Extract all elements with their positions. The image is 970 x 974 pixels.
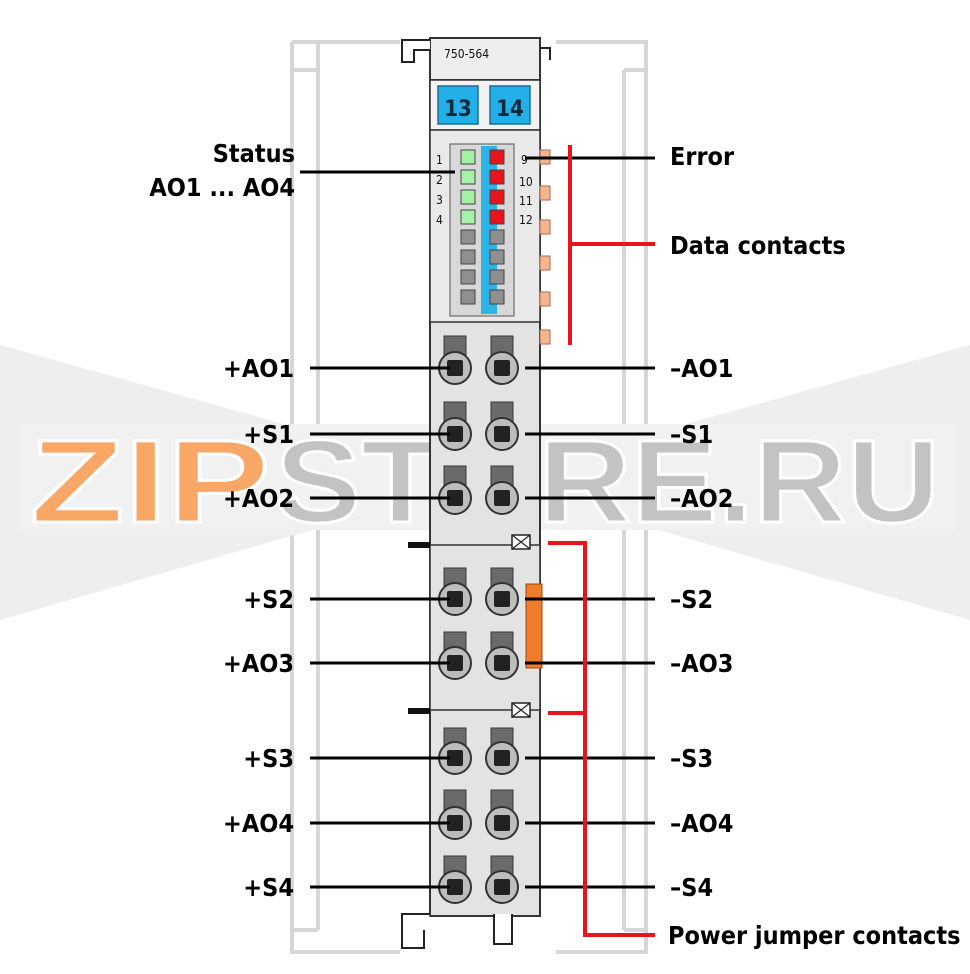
led-right-2 [489,169,505,185]
terminal-block [438,335,519,904]
led-number-10: 10 [519,175,533,189]
clamp-slot-2-1 [447,426,463,442]
power-jumper-contacts-label: Power jumper contacts [668,921,961,950]
header-number-14: 14 [496,97,524,122]
header-box-14 [489,85,531,125]
red-brackets [548,145,655,937]
terminal-label-plus-ao3: +AO3 [223,649,294,678]
led-number-4: 4 [436,213,443,227]
watermark-zip: ZIP [30,416,270,548]
led-left-6 [460,249,476,265]
terminal-label-plus-s4: +S4 [243,873,294,902]
terminal-label-plus-s1: +S1 [243,420,294,449]
led-number-2: 2 [436,173,443,187]
terminal-label-minus-s4: –S4 [670,873,713,902]
terminal-label-minus-s2: –S2 [670,585,713,614]
clamp-slot-3-2 [494,490,510,506]
led-left-4 [460,209,476,225]
led-right-3 [489,189,505,205]
led-right-5 [489,229,505,245]
io-module: 750-564 13 14 1 2 3 4 9 10 11 12 [401,37,551,949]
clamp-slot-7-2 [494,815,510,831]
leader-lines [300,156,655,889]
clamp-slot-5-1 [447,655,463,671]
clamp-slot-7-1 [447,815,463,831]
power-jumper-contacts [408,534,543,718]
led-left-3 [460,189,476,205]
led-left-5 [460,229,476,245]
clamp-slot-3-1 [447,490,463,506]
clamp-slot-4-2 [494,591,510,607]
terminal-label-minus-ao3: –AO3 [670,649,733,678]
terminal-label-minus-ao2: –AO2 [670,484,733,513]
led-number-11: 11 [519,194,533,208]
watermark-store: STORE.RU [275,416,940,548]
terminal-label-plus-ao4: +AO4 [223,809,294,838]
data-contacts-label: Data contacts [670,231,846,260]
led-right-6 [489,249,505,265]
terminal-label-plus-ao2: +AO2 [223,484,294,513]
led-number-9: 9 [521,153,528,167]
terminal-label-minus-s3: –S3 [670,744,713,773]
error-label: Error [670,142,735,171]
terminal-label-minus-s1: –S1 [670,420,713,449]
terminal-label-minus-ao4: –AO4 [670,809,733,838]
led-left-8 [460,289,476,305]
clamp-slot-8-1 [447,879,463,895]
clamp-slot-8-2 [494,879,510,895]
clamp-slot-2-2 [494,426,510,442]
terminal-label-plus-ao1: +AO1 [223,354,294,383]
rail-outline [290,40,648,954]
header-number-13: 13 [444,97,472,122]
led-number-12: 12 [519,213,533,227]
led-right-7 [489,269,505,285]
led-right-8 [489,289,505,305]
clamp-slot-1-1 [447,360,463,376]
clamp-slot-1-2 [494,360,510,376]
led-number-3: 3 [436,193,443,207]
clamp-slot-4-1 [447,591,463,607]
led-left-2 [460,169,476,185]
terminal-label-plus-s2: +S2 [243,585,294,614]
terminal-label-plus-s3: +S3 [243,744,294,773]
status-label-line2: AO1 ... AO4 [149,173,295,202]
clamp-slot-6-2 [494,750,510,766]
part-number: 750-564 [444,47,489,61]
watermark: ZIP STORE.RU [0,345,970,620]
led-right-1 [489,149,505,165]
led-array [460,149,505,305]
data-contacts [539,149,551,345]
led-number-1: 1 [436,153,443,167]
status-label-line1: Status [213,139,295,168]
jumper-orange-bar [525,583,543,669]
led-left-7 [460,269,476,285]
header-box-13 [437,85,479,125]
led-right-4 [489,209,505,225]
clamp-slot-6-1 [447,750,463,766]
clamp-slot-5-2 [494,655,510,671]
led-left-1 [460,149,476,165]
terminal-label-minus-ao1: –AO1 [670,354,733,383]
